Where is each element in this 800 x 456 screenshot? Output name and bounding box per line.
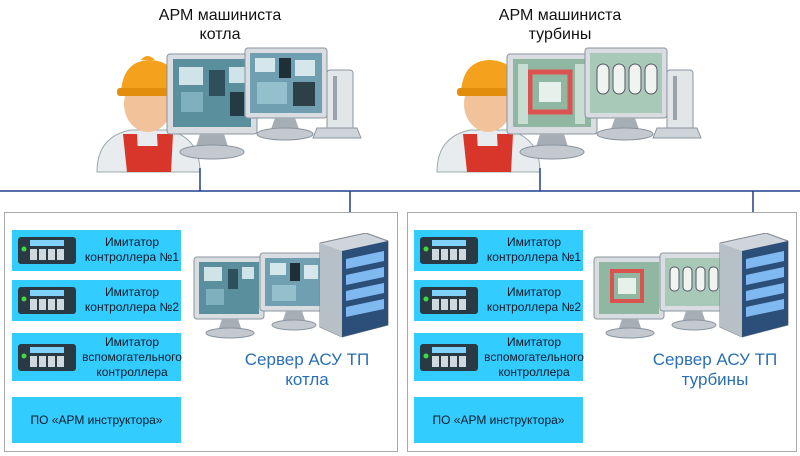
turbine-server-label: Сервер АСУ ТП турбины <box>640 350 790 390</box>
aux-controller-emulator-box: Имитатор вспомогательного контроллера <box>12 333 182 381</box>
controller-device-icon <box>420 287 478 314</box>
server-label-line2: котла <box>285 370 329 389</box>
monitor-icon <box>506 53 598 160</box>
monitor-icon <box>593 256 665 339</box>
monitor-icon <box>584 47 668 141</box>
box-label-line1: Имитатор <box>506 235 562 249</box>
controller-emulator-1-box: Имитатор контроллера №1 <box>414 230 583 271</box>
turbine-title-line1: АРМ машиниста <box>498 7 622 24</box>
controller-device-icon <box>18 287 76 314</box>
operator-avatar-icon <box>436 60 541 173</box>
box-label-line1: Имитатор <box>104 235 160 249</box>
boiler-server-label: Сервер АСУ ТП котла <box>232 350 382 390</box>
box-label-line1: Имитатор <box>104 335 160 349</box>
monitor-icon <box>193 256 265 339</box>
operator-avatar-icon <box>96 56 201 173</box>
box-label-line2: контроллера №1 <box>84 250 180 264</box>
speaker-icon <box>312 69 362 139</box>
box-label-line2: вспомогательного <box>484 350 584 364</box>
turbine-workstation-title: АРМ машиниста турбины <box>480 6 640 44</box>
boiler-workstation-title: АРМ машиниста котла <box>140 6 300 44</box>
instructor-software-label: ПО «АРМ инструктора» <box>30 413 163 427</box>
box-label-line2: контроллера №2 <box>486 300 582 314</box>
server-label-line1: Сервер АСУ ТП <box>244 350 370 369</box>
controller-emulator-1-box: Имитатор контроллера №1 <box>12 230 181 271</box>
turbine-server-station <box>590 233 790 343</box>
controller-device-icon <box>420 344 478 371</box>
server-tower-icon <box>319 233 389 338</box>
box-label-line2: вспомогательного <box>82 350 182 364</box>
server-label-line1: Сервер АСУ ТП <box>652 350 778 369</box>
box-label-line2: контроллера №2 <box>84 300 180 314</box>
boiler-operator-workstation <box>95 42 365 177</box>
turbine-operator-workstation <box>435 42 705 177</box>
instructor-software-box: ПО «АРМ инструктора» <box>414 397 583 443</box>
boiler-title-line2: котла <box>199 26 241 43</box>
monitor-icon <box>259 252 327 331</box>
aux-controller-emulator-box: Имитатор вспомогательного контроллера <box>414 333 584 381</box>
controller-device-icon <box>18 237 76 264</box>
controller-emulator-2-box: Имитатор контроллера №2 <box>12 280 181 321</box>
monitor-icon <box>659 252 727 331</box>
server-tower-icon <box>719 233 789 338</box>
controller-emulator-2-box: Имитатор контроллера №2 <box>414 280 583 321</box>
box-label-line2: контроллера №1 <box>486 250 582 264</box>
boiler-server-station <box>190 233 390 343</box>
box-label-line1: Имитатор <box>506 335 562 349</box>
boiler-title-line1: АРМ машиниста <box>158 7 282 24</box>
controller-device-icon <box>18 344 76 371</box>
controller-device-icon <box>420 237 478 264</box>
instructor-software-box: ПО «АРМ инструктора» <box>12 397 181 443</box>
speaker-icon <box>652 69 702 139</box>
box-label-line1: Имитатор <box>104 285 160 299</box>
box-label-line3: контроллера <box>498 365 570 379</box>
box-label-line1: Имитатор <box>506 285 562 299</box>
instructor-software-label: ПО «АРМ инструктора» <box>432 413 565 427</box>
box-label-line3: контроллера <box>96 365 168 379</box>
server-label-line2: турбины <box>681 370 749 389</box>
monitor-icon <box>244 47 328 141</box>
monitor-icon <box>166 53 258 160</box>
turbine-title-line2: турбины <box>528 26 592 43</box>
